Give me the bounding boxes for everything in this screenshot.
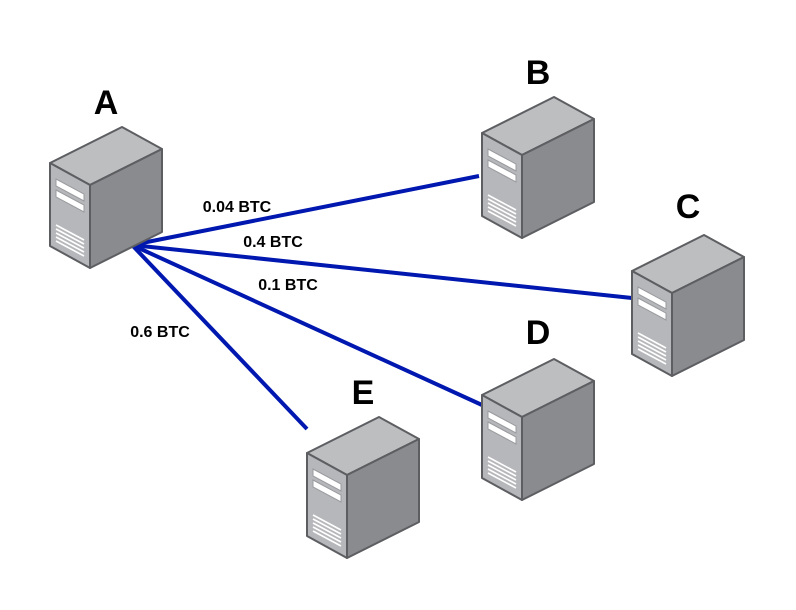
server-icon <box>306 416 420 559</box>
edge-a-b <box>131 174 480 247</box>
node-label-b: B <box>526 54 551 92</box>
edge-labels-layer: 0.04 BTC 0.4 BTC 0.1 BTC 0.6 BTC <box>130 199 318 341</box>
edge-label-a-d: 0.1 BTC <box>258 277 318 294</box>
node-d: D <box>481 314 595 501</box>
server-icon <box>481 358 595 501</box>
edge-a-e <box>130 243 309 431</box>
node-label-c: C <box>676 188 701 226</box>
node-b: B <box>481 54 595 239</box>
edges-layer <box>130 174 633 431</box>
server-icon <box>481 96 595 239</box>
edge-label-a-e: 0.6 BTC <box>130 324 190 341</box>
edge-label-a-c: 0.4 BTC <box>243 234 303 251</box>
nodes-layer: A B C D E <box>49 54 745 559</box>
node-label-e: E <box>352 374 375 412</box>
node-e: E <box>306 374 420 559</box>
edge-label-a-b: 0.04 BTC <box>203 199 272 216</box>
edge-a-c <box>131 243 633 300</box>
node-c: C <box>631 188 745 377</box>
server-icon <box>631 234 745 377</box>
node-label-d: D <box>526 314 551 352</box>
edge-a-d <box>131 243 483 407</box>
node-a: A <box>49 84 163 269</box>
server-icon <box>49 126 163 269</box>
node-label-a: A <box>94 84 119 122</box>
